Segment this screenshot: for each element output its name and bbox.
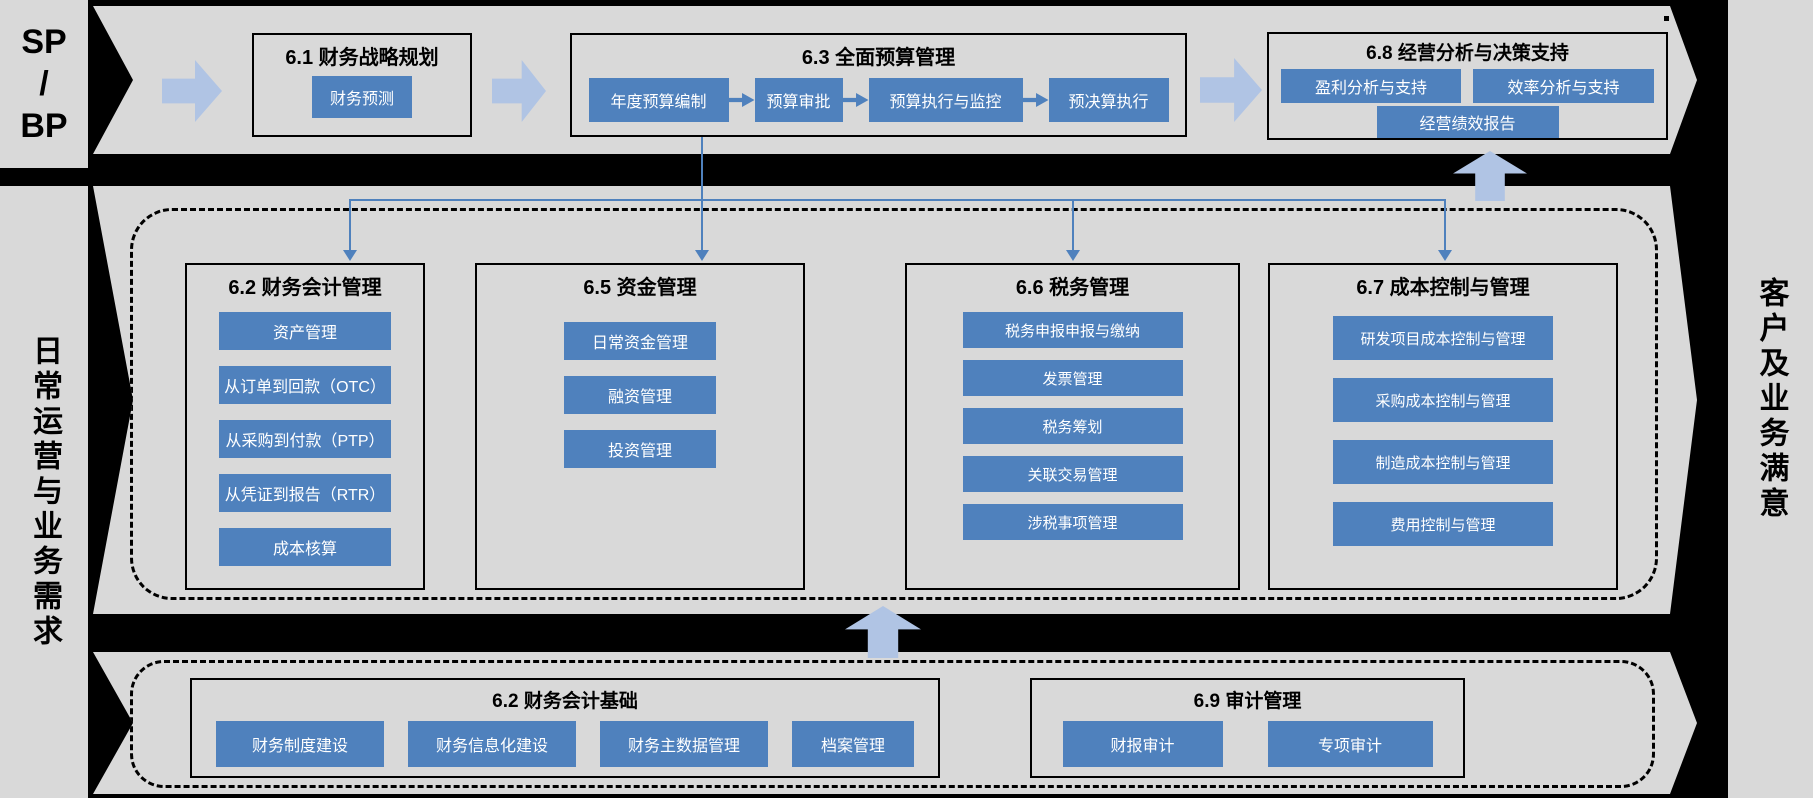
box-6-9-audit-management: 6.9 审计管理 财报审计 专项审计 [1030, 678, 1465, 778]
cost-accounting-bar: 成本核算 [219, 528, 391, 566]
box-6-9-items: 财报审计 专项审计 [1032, 721, 1463, 767]
strategy-band: 6.1 财务战略规划 财务预测 6.3 全面预算管理 年度预算编制 预算审批 预… [93, 6, 1697, 154]
box-6-3-comprehensive-budget-management: 6.3 全面预算管理 年度预算编制 预算审批 预算执行与监控 预决算执行 [570, 33, 1187, 137]
sidebar-sp-bp: SP / BP [0, 0, 88, 168]
connector-feed-line [701, 137, 703, 200]
connector-drop-6-7 [1444, 199, 1446, 251]
record-to-report-bar: 从凭证到报告（RTR） [219, 474, 391, 512]
box-6-5-items: 日常资金管理 融资管理 投资管理 [477, 322, 803, 468]
box-6-8-row1: 盈利分析与支持 效率分析与支持 [1269, 69, 1666, 103]
procurement-cost-control-bar: 采购成本控制与管理 [1333, 378, 1553, 422]
asset-management-bar: 资产管理 [219, 312, 391, 350]
box-6-8-business-analysis-decision-support: 6.8 经营分析与决策支持 盈利分析与支持 效率分析与支持 经营绩效报告 [1267, 32, 1668, 140]
rd-project-cost-control-bar: 研发项目成本控制与管理 [1333, 316, 1553, 360]
daily-funds-management-bar: 日常资金管理 [564, 322, 716, 360]
performance-report-bar: 经营绩效报告 [1376, 106, 1559, 138]
budget-approval-bar: 预算审批 [754, 78, 843, 122]
financial-informatization-bar: 财务信息化建设 [408, 721, 576, 767]
box-6-7-title: 6.7 成本控制与管理 [1356, 277, 1530, 299]
right-block-arrow-icon [1200, 58, 1262, 122]
box-6-2-title: 6.2 财务会计管理 [228, 277, 382, 299]
down-arrowhead-icon [1438, 250, 1452, 261]
order-to-cash-bar: 从订单到回款（OTC） [219, 366, 391, 404]
down-arrowhead-icon [695, 250, 709, 261]
box-6-1-title: 6.1 财务战略规划 [285, 47, 439, 69]
down-arrowhead-icon [1066, 250, 1080, 261]
connector-drop-6-6 [1072, 199, 1074, 251]
box-6-5-treasury-management: 6.5 资金管理 日常资金管理 融资管理 投资管理 [475, 263, 805, 590]
foundation-band: 6.2 财务会计基础 财务制度建设 财务信息化建设 财务主数据管理 档案管理 6… [93, 652, 1697, 794]
procure-to-pay-bar: 从采购到付款（PTP） [219, 420, 391, 458]
budget-execution-monitoring-bar: 预算执行与监控 [868, 78, 1023, 122]
archive-management-bar: 档案管理 [792, 721, 914, 767]
connector-bus-line [349, 199, 1446, 201]
profit-analysis-bar: 盈利分析与支持 [1281, 69, 1461, 103]
box-6-1-financial-strategy-planning: 6.1 财务战略规划 财务预测 [252, 33, 472, 137]
invoice-management-bar: 发票管理 [962, 360, 1183, 396]
related-party-transaction-bar: 关联交易管理 [962, 456, 1183, 492]
daily-operations-label: 日常运营与业务需求 [28, 334, 61, 650]
flow-arrow-icon [1022, 93, 1049, 107]
box-6-6-items: 税务申报申报与缴纳 发票管理 税务筹划 关联交易管理 涉税事项管理 [907, 312, 1238, 540]
box-6-3-title: 6.3 全面预算管理 [801, 47, 956, 69]
tax-matters-management-bar: 涉税事项管理 [962, 504, 1183, 540]
daily-operations-band: 6.2 财务会计管理 资产管理 从订单到回款（OTC） 从采购到付款（PTP） … [93, 186, 1697, 614]
box-6-2b-items: 财务制度建设 财务信息化建设 财务主数据管理 档案管理 [192, 721, 938, 767]
stray-dot [1664, 16, 1669, 21]
bp-label: BP [20, 107, 68, 145]
box-6-6-tax-management: 6.6 税务管理 税务申报申报与缴纳 发票管理 税务筹划 关联交易管理 涉税事项… [905, 263, 1240, 590]
down-arrowhead-icon [343, 250, 357, 261]
efficiency-analysis-bar: 效率分析与支持 [1473, 69, 1654, 103]
manufacturing-cost-control-bar: 制造成本控制与管理 [1333, 440, 1553, 484]
customer-satisfaction-label: 客户及业务满意 [1754, 276, 1788, 522]
expense-control-bar: 费用控制与管理 [1333, 502, 1553, 546]
tax-planning-bar: 税务筹划 [962, 408, 1183, 444]
budget-flow-row: 年度预算编制 预算审批 预算执行与监控 预决算执行 [572, 78, 1185, 122]
box-6-2b-title: 6.2 财务会计基础 [492, 691, 638, 712]
slash-label: / [39, 65, 49, 103]
special-audit-bar: 专项审计 [1267, 721, 1433, 767]
financial-forecast-bar: 财务预测 [312, 76, 412, 118]
financial-system-construction-bar: 财务制度建设 [216, 721, 384, 767]
financial-master-data-bar: 财务主数据管理 [600, 721, 768, 767]
box-6-2-financial-accounting-foundation: 6.2 财务会计基础 财务制度建设 财务信息化建设 财务主数据管理 档案管理 [190, 678, 940, 778]
box-6-5-title: 6.5 资金管理 [583, 277, 697, 299]
sidebar-daily-operations: 日常运营与业务需求 [0, 186, 88, 798]
flow-arrow-icon [728, 93, 755, 107]
tax-filing-payment-bar: 税务申报申报与缴纳 [962, 312, 1183, 348]
box-6-2-items: 资产管理 从订单到回款（OTC） 从采购到付款（PTP） 从凭证到报告（RTR）… [187, 312, 423, 566]
financial-report-audit-bar: 财报审计 [1062, 721, 1223, 767]
connector-drop-6-5 [701, 199, 703, 251]
box-6-2-financial-accounting-management: 6.2 财务会计管理 资产管理 从订单到回款（OTC） 从采购到付款（PTP） … [185, 263, 425, 590]
financing-management-bar: 融资管理 [564, 376, 716, 414]
flow-arrow-icon [842, 93, 869, 107]
box-6-6-title: 6.6 税务管理 [1015, 277, 1130, 299]
box-6-8-row2: 经营绩效报告 [1269, 106, 1666, 138]
sp-label: SP [21, 23, 67, 61]
box-6-7-cost-control-management: 6.7 成本控制与管理 研发项目成本控制与管理 采购成本控制与管理 制造成本控制… [1268, 263, 1618, 590]
sidebar-customer-satisfaction: 客户及业务满意 [1728, 0, 1813, 798]
box-6-7-items: 研发项目成本控制与管理 采购成本控制与管理 制造成本控制与管理 费用控制与管理 [1270, 316, 1616, 546]
right-block-arrow-icon [492, 60, 546, 122]
box-6-8-title: 6.8 经营分析与决策支持 [1366, 43, 1569, 64]
investment-management-bar: 投资管理 [564, 430, 716, 468]
right-block-arrow-icon [162, 60, 222, 122]
annual-budgeting-bar: 年度预算编制 [588, 78, 729, 122]
final-budget-execution-bar: 预决算执行 [1048, 78, 1169, 122]
connector-drop-6-2 [349, 199, 351, 251]
box-6-9-title: 6.9 审计管理 [1193, 691, 1302, 712]
